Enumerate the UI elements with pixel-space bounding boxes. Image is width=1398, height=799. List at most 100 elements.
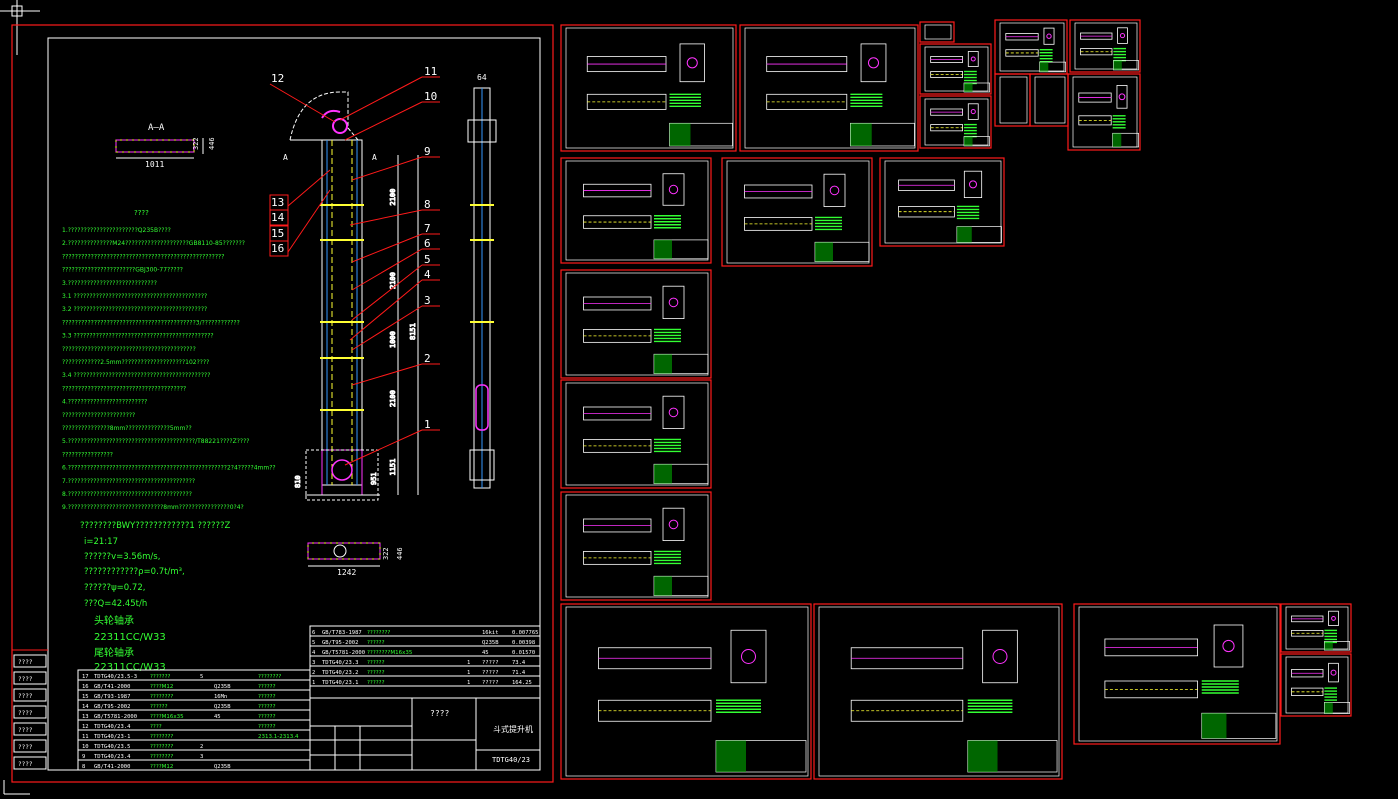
detail-sheet[interactable] [919, 21, 955, 43]
ratio-line: i=21:17 [84, 537, 118, 547]
bom-cell: ?????? [258, 694, 276, 700]
note-line: ????????????????????????????????????????… [62, 346, 196, 353]
bom-cell: 16kit [482, 630, 499, 636]
detail-sheet[interactable] [813, 603, 1063, 780]
detail-sheet[interactable] [1029, 73, 1069, 127]
callout-number: 2 [424, 352, 431, 365]
detail-sheets-layout[interactable] [560, 19, 1352, 780]
bom-cell: 11 [82, 734, 89, 740]
base-plan-view: 1242 322 446 [307, 542, 404, 577]
detail-sheet[interactable] [919, 95, 992, 149]
bom-cell: ?????? [367, 670, 385, 676]
callout-box [269, 209, 289, 226]
callout-number: 11 [424, 65, 437, 78]
detail-sheet[interactable] [1067, 73, 1141, 151]
tail-bearing-value: 22311CC/W33 [94, 662, 166, 673]
note-line: 8.??????????????????????????????????????… [62, 491, 192, 498]
bom-cell: 2313.1-2313.4 [258, 734, 299, 740]
head-bearing-label: 头轮轴承 [94, 614, 134, 627]
strip-label: ???? [18, 659, 33, 666]
bom-cell: GB/T41-2000 [94, 764, 130, 770]
bom-cell: GB/T783-1987 [322, 630, 362, 636]
bom-cell: 1 [467, 670, 470, 676]
note-line: 3.2 ????????????????????????????????????… [62, 306, 207, 313]
leader-line [351, 248, 423, 291]
note-line: 4.????????????????????????? [62, 399, 147, 406]
bom-cell: TDTG40/23.3 [322, 660, 358, 666]
detail-sheet[interactable] [1280, 653, 1352, 717]
detail-sheet[interactable] [560, 269, 712, 379]
bom-cell: ????????M16x35 [367, 650, 413, 656]
bom-cell: 0.01570 [512, 650, 535, 656]
detail-sheet[interactable] [560, 157, 712, 264]
elevator-front-view: A A [283, 91, 380, 501]
note-line: ???????????????? [62, 451, 113, 458]
notes-heading: ???? [134, 209, 149, 217]
section-a-left: A [283, 153, 288, 162]
note-line: ????????????2.5mm????????????????????102… [62, 359, 209, 366]
bom-cell: TDTG40/23.2 [322, 670, 358, 676]
note-line: ??????????????????????? [62, 412, 135, 419]
callout-number: 16 [271, 242, 284, 255]
bom-cell: 9 [82, 754, 85, 760]
bom-cell: 3 [200, 754, 203, 760]
detail-sheet[interactable] [721, 157, 873, 267]
bom-cell: 45 [214, 714, 221, 720]
detail-sheet[interactable] [1073, 603, 1281, 745]
detail-sheet[interactable] [994, 73, 1031, 127]
note-line: 2.??????????????M24????????????????????G… [62, 240, 245, 247]
bom-cell: 5 [312, 640, 315, 646]
bom-cell: GB/T93-1987 [94, 694, 130, 700]
bom-cell: ????M12 [150, 684, 173, 690]
callout-number: 12 [271, 72, 284, 85]
strip-cell [13, 756, 47, 770]
bom-cell: ?????? [150, 704, 168, 710]
bom-cell: 5 [200, 674, 203, 680]
bottom-view-h1-dim: 322 [382, 547, 390, 560]
callout-number: 3 [424, 294, 431, 307]
detail-sheet[interactable] [739, 24, 919, 152]
detail-sheet[interactable] [560, 491, 712, 601]
detail-sheet[interactable] [879, 157, 1005, 247]
callout-number: 6 [424, 237, 431, 250]
detail-sheet[interactable] [560, 603, 812, 780]
bom-cell: ?????? [258, 724, 276, 730]
bom-cell: GB/T5781-2000 [322, 650, 365, 656]
bom-cell: 12 [82, 724, 89, 730]
bom-cell: ???????? [150, 754, 173, 760]
detail-sheet[interactable] [560, 24, 737, 152]
technical-notes: ???? 1.??????????????????????Q235B????2.… [62, 209, 276, 673]
head-bearing-value: 22311CC/W33 [94, 632, 166, 643]
leader-line [351, 156, 423, 181]
bom-cell: Q235B [214, 704, 231, 710]
leader-line [344, 101, 423, 141]
note-line: 3.4 ????????????????????????????????????… [62, 372, 210, 379]
title-block-name: 斗式提升机 [493, 724, 533, 734]
detail-sheet[interactable] [919, 43, 992, 95]
bom-cell: 3 [312, 660, 315, 666]
detail-sheet[interactable] [1069, 19, 1141, 73]
dim-value: 2100 [389, 189, 397, 206]
bottom-view-h2-dim: 446 [396, 547, 404, 560]
strip-label: ???? [18, 710, 33, 717]
fill-coef-line: ??????ψ=0.72, [84, 583, 145, 593]
detail-sheet[interactable] [1280, 603, 1352, 653]
ucs-icon [3, 780, 30, 795]
bom-cell: 71.4 [512, 670, 526, 676]
dim-value: 1151 [389, 459, 397, 476]
title-block [309, 697, 541, 771]
detail-sheet[interactable] [994, 19, 1068, 75]
leader-line [287, 169, 331, 207]
strip-label: ???? [18, 693, 33, 700]
note-line: ????????????????????????????????????????… [62, 253, 224, 260]
detail-sheet[interactable] [560, 379, 712, 489]
bom-cell: TDTG40/23.4 [94, 754, 131, 760]
bom-cell: ?????? [367, 640, 385, 646]
bom-cell: Q235B [214, 684, 231, 690]
bom-cell: 164.25 [512, 680, 532, 686]
dim-value: 2100 [389, 390, 397, 407]
section-a-right: A [372, 153, 377, 162]
